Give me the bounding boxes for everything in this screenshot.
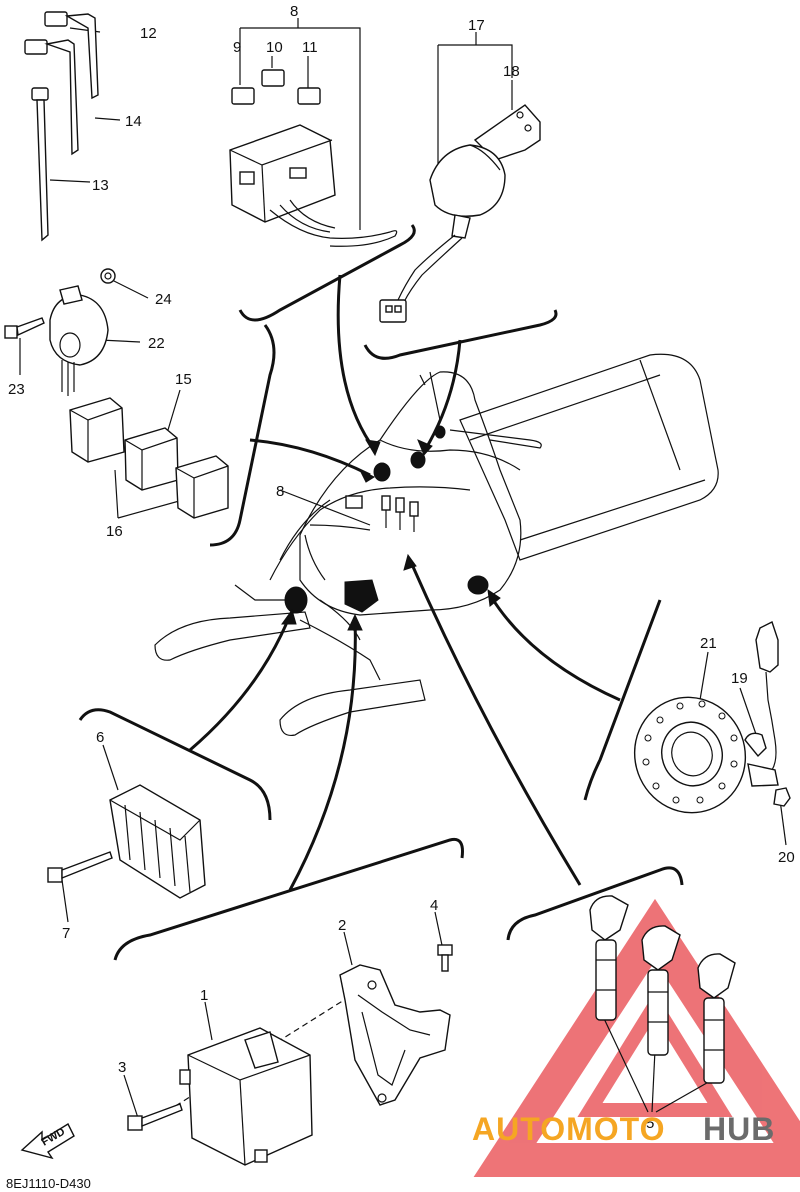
callout-24: 24 xyxy=(155,291,172,308)
callout-6: 6 xyxy=(96,729,104,746)
callout-15: 15 xyxy=(175,371,192,388)
callout-8-body: 8 xyxy=(276,483,284,500)
snowmobile-body xyxy=(154,353,719,737)
watermark-text: AUTOMOTO HUB xyxy=(472,1111,775,1147)
callout-20: 20 xyxy=(778,849,795,866)
fuse-box-group xyxy=(229,69,398,247)
callout-11: 11 xyxy=(302,39,318,56)
callout-1: 1 xyxy=(200,987,208,1004)
callout-4: 4 xyxy=(430,897,438,914)
cable-ties-group xyxy=(24,11,99,242)
leader-lines xyxy=(19,18,787,1123)
callout-12: 12 xyxy=(140,25,157,42)
callout-23: 23 xyxy=(8,381,25,398)
fwd-arrow: FWD xyxy=(20,1123,75,1160)
rotor-pickup-group xyxy=(633,621,791,814)
diagram-code: 8EJ1110-D430 xyxy=(6,1176,91,1191)
callout-14: 14 xyxy=(125,113,142,130)
callout-17: 17 xyxy=(468,17,485,34)
watermark-part2: HUB xyxy=(703,1111,775,1147)
callout-7: 7 xyxy=(62,925,70,942)
callout-labels: 8 9 10 11 12 13 14 17 18 24 22 23 15 16 … xyxy=(8,3,795,1132)
callout-18: 18 xyxy=(503,63,520,80)
rectifier-group xyxy=(47,784,206,899)
watermark-part1: AUTOMOTO xyxy=(472,1111,665,1147)
callout-13: 13 xyxy=(92,177,109,194)
callout-3: 3 xyxy=(118,1059,126,1076)
callout-22: 22 xyxy=(148,335,165,352)
callout-5: 5 xyxy=(646,1115,654,1132)
callout-10: 10 xyxy=(266,39,283,56)
callout-16: 16 xyxy=(106,523,123,540)
main-switch-group xyxy=(379,104,541,323)
callout-2: 2 xyxy=(338,917,346,934)
callout-8: 8 xyxy=(290,3,298,20)
sensor-relays-group xyxy=(4,268,229,519)
plug-caps-group xyxy=(589,895,736,1084)
callout-21: 21 xyxy=(700,635,717,652)
callout-19: 19 xyxy=(731,670,748,687)
callout-9: 9 xyxy=(233,39,241,56)
cdi-unit-group xyxy=(127,944,453,1166)
